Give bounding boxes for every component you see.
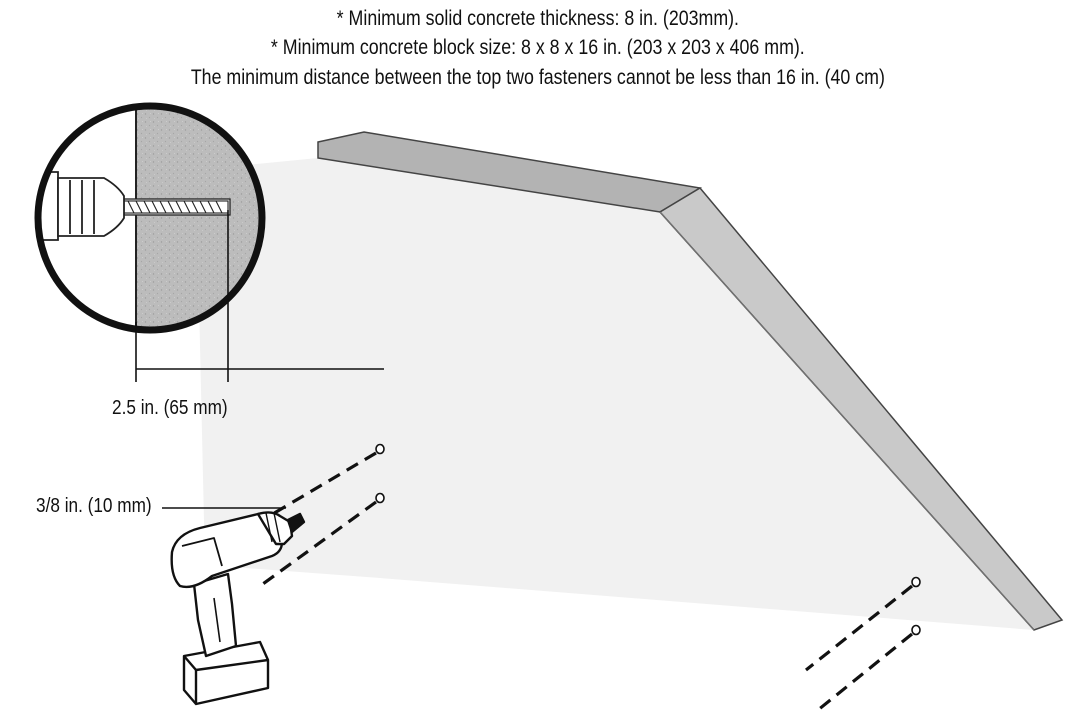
guide-line-lower-right	[816, 632, 914, 712]
magnifier-ring	[34, 102, 266, 334]
guide-line-top-left	[231, 451, 377, 540]
hole-marker-top-left	[375, 443, 385, 455]
guide-line-top-right	[805, 584, 913, 672]
drill-chuck-detail	[39, 171, 125, 241]
magnified-drill-hole-icon	[34, 102, 266, 334]
drill-chuck	[256, 511, 294, 546]
hole-marker-lower-left	[375, 492, 385, 504]
hole-marker-lower-right	[911, 624, 921, 636]
guide-line-lower-left	[259, 500, 377, 588]
note-solid-concrete-thickness: * Minimum solid concrete thickness: 8 in…	[336, 7, 740, 30]
bit-diameter-label: 3/8 in. (10 mm)	[36, 495, 152, 517]
drill-depth-label: 2.5 in. (65 mm)	[112, 397, 228, 419]
depth-dimension	[135, 210, 384, 382]
drill-bit	[286, 512, 306, 534]
note-fastener-distance: The minimum distance between the top two…	[190, 66, 885, 89]
wall	[196, 131, 1064, 631]
wall-face	[196, 158, 1034, 630]
drill-body	[170, 512, 284, 589]
drill-battery	[182, 640, 270, 706]
drill-guides	[231, 451, 914, 712]
hole-marker-top-right	[911, 576, 921, 588]
drill-handle	[192, 572, 238, 658]
hole-markers	[375, 443, 921, 636]
cordless-drill-icon	[170, 511, 306, 706]
note-concrete-block-size: * Minimum concrete block size: 8 x 8 x 1…	[270, 36, 805, 59]
drill-bit-detail	[123, 200, 229, 214]
